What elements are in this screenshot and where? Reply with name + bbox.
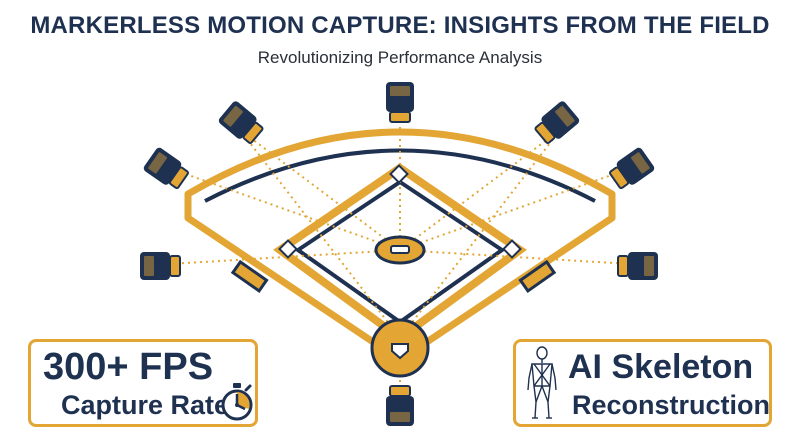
fps-label: Capture Rate xyxy=(61,390,230,420)
camera-icon xyxy=(218,101,264,144)
ai-title: AI Skeleton xyxy=(568,348,754,386)
camera-icon xyxy=(386,385,414,426)
home-plate xyxy=(391,343,409,360)
camera-icon xyxy=(143,147,189,190)
skeleton-figure-icon xyxy=(527,346,557,419)
ai-subtitle: Reconstruction xyxy=(572,390,771,420)
dugout-left xyxy=(230,259,269,294)
camera-icon xyxy=(140,252,181,280)
ai-card: AI Skeleton Reconstruction xyxy=(513,339,772,427)
page-title: MARKERLESS MOTION CAPTURE: INSIGHTS FROM… xyxy=(30,12,770,39)
camera-icon xyxy=(534,101,580,144)
camera-icon xyxy=(609,147,655,190)
fps-value: 300+ FPS xyxy=(43,346,214,388)
outfield-fence xyxy=(204,148,596,203)
fps-card: 300+ FPS Capture Rate xyxy=(28,339,258,427)
pitcher-rubber xyxy=(390,245,410,254)
camera-icon xyxy=(386,82,414,123)
stopwatch-icon xyxy=(221,383,253,421)
dugout-right xyxy=(518,259,557,294)
page-subtitle: Revolutionizing Performance Analysis xyxy=(257,48,543,67)
camera-icon xyxy=(617,252,658,280)
third-base xyxy=(278,239,298,259)
first-base xyxy=(502,239,522,259)
second-base xyxy=(389,164,409,184)
